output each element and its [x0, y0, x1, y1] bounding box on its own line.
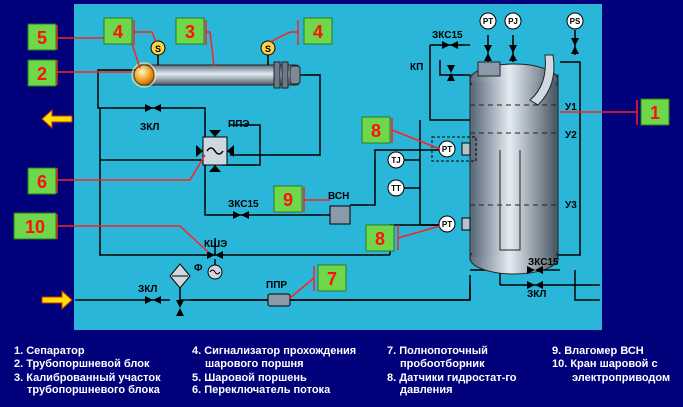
- legend-item-7: 7. Полнопоточный: [387, 345, 488, 357]
- label-zks15-right: ЗКС15: [528, 257, 559, 268]
- instrument-pj-top: PJ: [504, 12, 522, 30]
- filter: [169, 263, 191, 289]
- legend-item-10: 10. Кран шаровой с: [552, 358, 658, 370]
- label-zks15-mid: ЗКС15: [228, 199, 259, 210]
- svg-text:4: 4: [313, 22, 323, 42]
- badge-2: 2: [27, 59, 57, 87]
- legend-item-2: 2. Трубопоршневой блок: [14, 358, 150, 370]
- badge-10: 10: [13, 212, 57, 240]
- badge-5: 5: [27, 23, 57, 51]
- legend-item-9: 9. Влагомер ВСН: [552, 345, 644, 357]
- svg-text:2: 2: [37, 64, 47, 84]
- label-zkl-top: ЗКЛ: [140, 122, 159, 133]
- instrument-tj: TJ: [387, 151, 405, 169]
- callout-badges: 5 2 4 3 4 1 8 6: [13, 17, 670, 292]
- svg-text:S: S: [265, 44, 271, 54]
- ball-detector-right: S: [260, 40, 276, 65]
- badge-8-upper: 8: [361, 116, 391, 144]
- instrument-pt-top: PT: [479, 12, 497, 30]
- inlet-arrow: [41, 289, 73, 311]
- instrument-pt-low: PT: [438, 215, 471, 233]
- svg-text:3: 3: [185, 22, 195, 42]
- outlet-arrow: [41, 108, 73, 130]
- badge-4-right: 4: [303, 17, 333, 45]
- legend-item-8-cont: давления: [400, 384, 453, 396]
- level-u3: У3: [565, 200, 577, 211]
- label-zks15-top: ЗКС15: [432, 30, 463, 41]
- ball-detector-left: S: [150, 40, 166, 65]
- svg-text:8: 8: [371, 121, 381, 141]
- svg-text:PS: PS: [570, 17, 581, 26]
- badge-7: 7: [317, 264, 347, 292]
- legend-item-4: 4. Сигнализатор прохождения: [192, 345, 357, 357]
- svg-text:7: 7: [327, 269, 337, 289]
- label-kp: КП: [410, 62, 423, 73]
- badge-4-left: 4: [103, 17, 133, 45]
- svg-text:1: 1: [650, 103, 660, 123]
- svg-text:PT: PT: [442, 220, 452, 229]
- svg-text:PJ: PJ: [508, 17, 518, 26]
- svg-text:PT: PT: [483, 17, 493, 26]
- label-f: Ф: [194, 263, 203, 274]
- pointer-lines: [56, 20, 638, 299]
- legend-item-3-cont: трубопоршневого блока: [27, 384, 160, 396]
- svg-text:4: 4: [113, 22, 123, 42]
- legend-item-3: 3. Калиброванный участок: [14, 372, 161, 384]
- legend-item-6: 6. Переключатель потока: [192, 384, 331, 396]
- instrument-ps-top: PS: [566, 12, 584, 30]
- sampler: [267, 293, 291, 307]
- label-kshe: КШЭ: [204, 239, 227, 250]
- badge-9: 9: [273, 185, 303, 213]
- instrument-pt-mid: PT: [431, 136, 477, 162]
- process-diagram: S S У1 У2 У3 PT PJ PS PT: [13, 4, 670, 330]
- ball-piston: [133, 64, 155, 86]
- svg-text:10: 10: [25, 217, 45, 237]
- svg-text:8: 8: [375, 229, 385, 249]
- level-u1: У1: [565, 102, 577, 113]
- legend-item-10-cont: электроприводом: [572, 372, 671, 384]
- label-zkl-right: ЗКЛ: [527, 289, 546, 300]
- pipe-prover-flange: [273, 61, 281, 89]
- badge-6: 6: [27, 167, 57, 195]
- legend-item-8: 8. Датчики гидростат-го: [387, 372, 517, 384]
- legend-item-1: 1. Сепаратор: [14, 345, 85, 357]
- svg-text:S: S: [155, 44, 161, 54]
- moisture-meter: [329, 205, 351, 225]
- label-ppr: ППР: [266, 280, 287, 291]
- svg-text:9: 9: [283, 190, 293, 210]
- level-u2: У2: [565, 130, 577, 141]
- legend: 1. Сепаратор 2. Трубопоршневой блок 3. К…: [0, 342, 683, 407]
- instrument-tt: TT: [387, 179, 405, 197]
- legend-item-4-cont: шарового поршня: [205, 358, 304, 370]
- label-zkl-bot: ЗКЛ: [138, 284, 157, 295]
- legend-item-5: 5. Шаровой поршень: [192, 372, 307, 384]
- label-ppe: ППЭ: [228, 119, 250, 130]
- flow-switch: [196, 130, 234, 172]
- valves: [145, 38, 579, 316]
- separator-vessel: [469, 54, 559, 275]
- badge-3: 3: [175, 17, 205, 45]
- svg-text:6: 6: [37, 172, 47, 192]
- svg-text:TJ: TJ: [391, 156, 400, 165]
- valve-actuator: [207, 259, 223, 280]
- badge-1: 1: [640, 98, 670, 126]
- badge-8-lower: 8: [365, 224, 395, 252]
- svg-text:PT: PT: [442, 145, 452, 154]
- svg-text:5: 5: [37, 28, 47, 48]
- legend-item-7-cont: пробоотборник: [400, 358, 485, 370]
- svg-text:TT: TT: [391, 184, 401, 193]
- label-vsn: ВСН: [328, 191, 349, 202]
